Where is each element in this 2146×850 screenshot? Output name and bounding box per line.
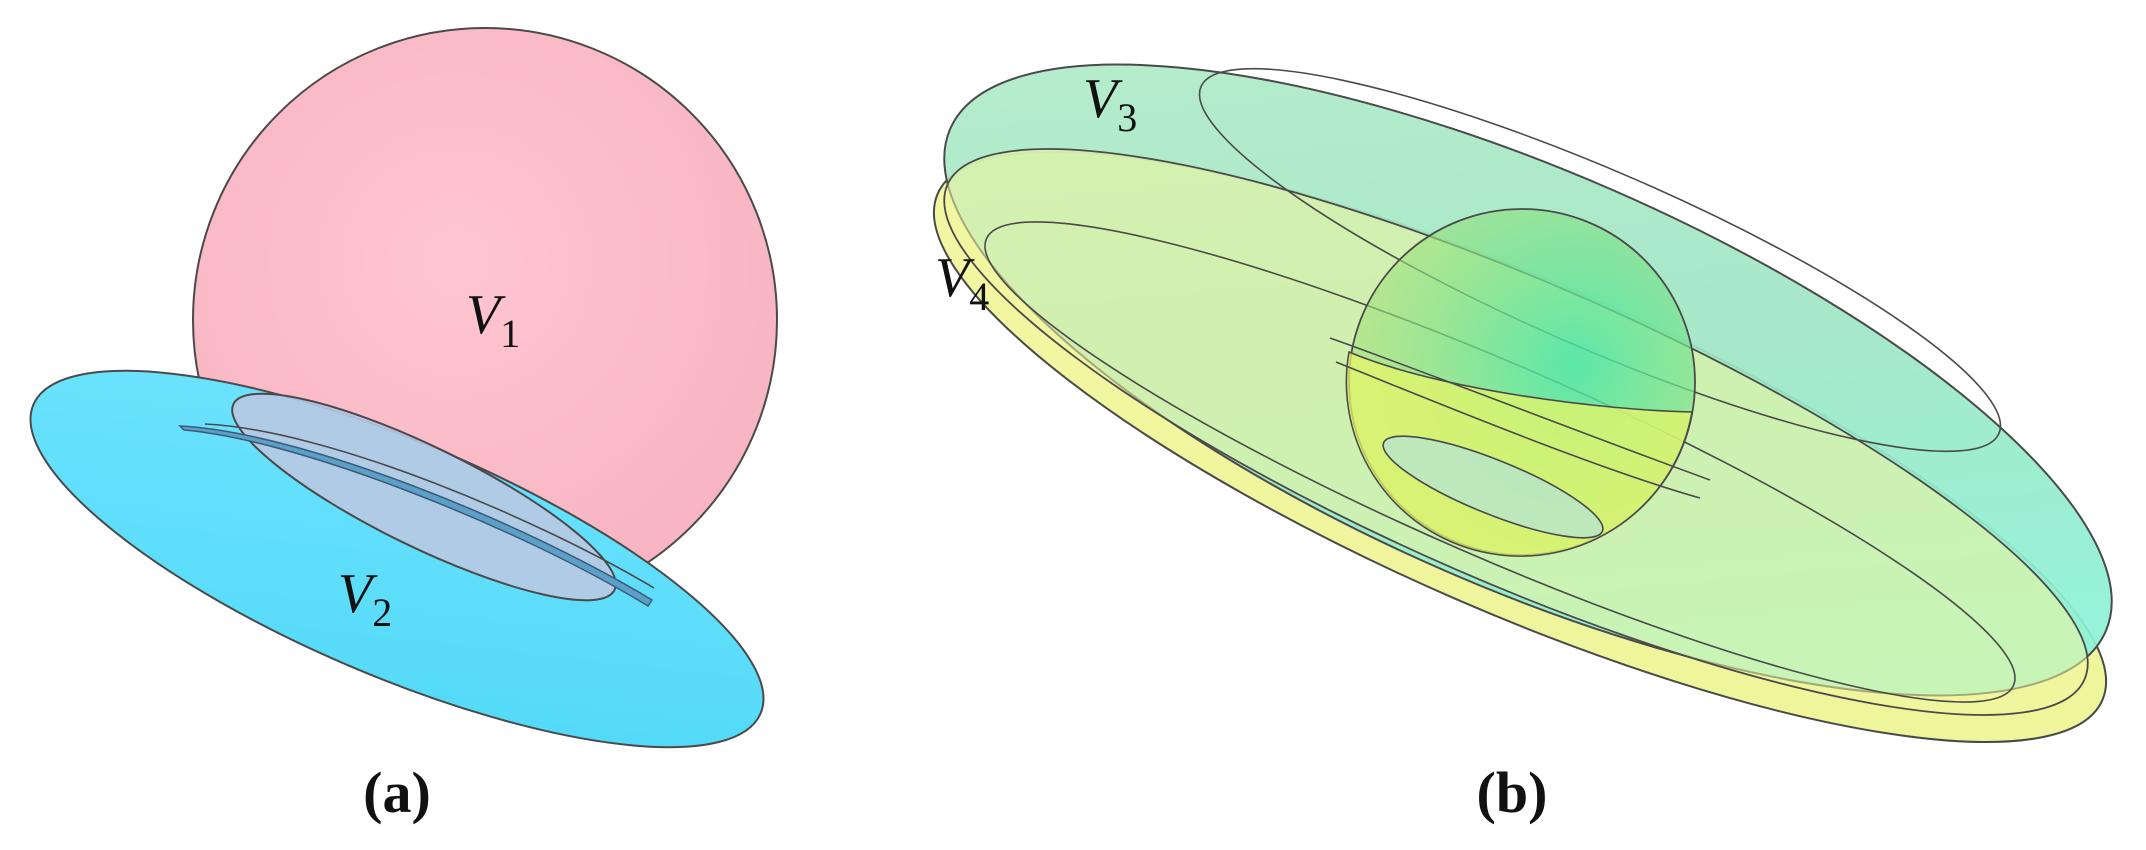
panel-a: V1 V2 (a) [29,27,778,825]
inner-sphere-lower [1345,350,1693,557]
inner-small-disk [1382,435,1604,539]
label-v3: V3 [1083,68,1137,140]
caption-b: (b) [1477,760,1548,825]
caption-a: (a) [363,760,431,825]
label-v4: V4 [935,247,989,319]
label-v1: V1 [466,284,520,356]
intersection-sliver [178,425,654,608]
label-v2: V2 [338,563,392,635]
sphere-equator-1 [1329,337,1711,481]
sliver-edge [204,423,655,589]
panel-b: V3 V4 (b) [932,63,2113,825]
sphere-equator-2 [1335,361,1701,499]
